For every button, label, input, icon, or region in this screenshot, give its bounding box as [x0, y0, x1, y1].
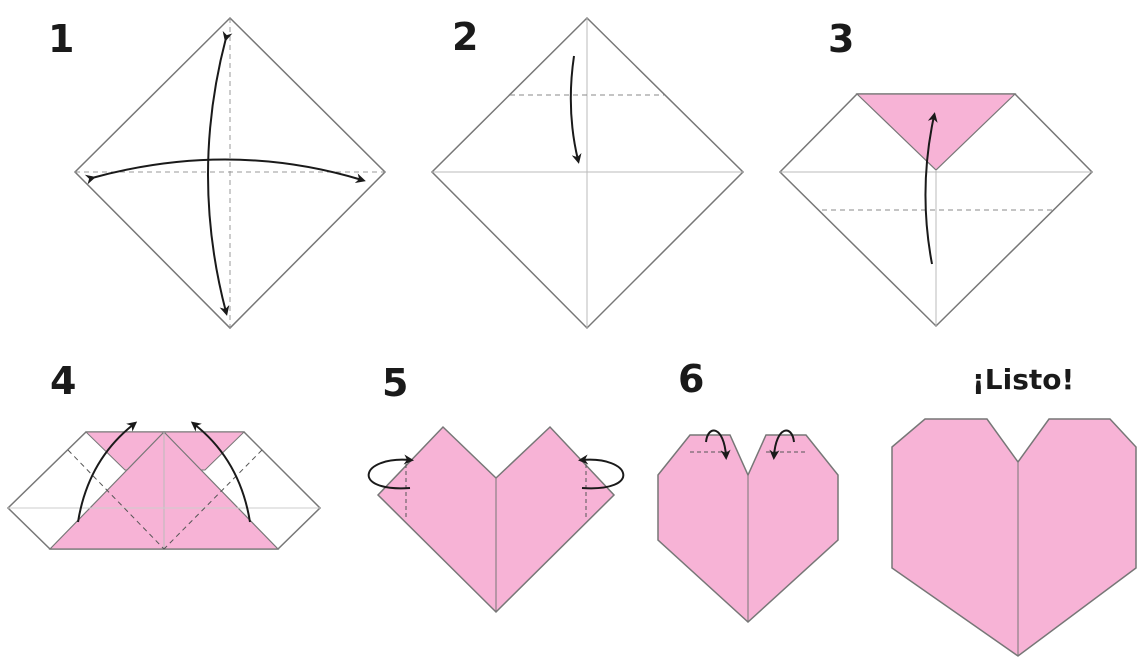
- step-2-figure: [432, 18, 743, 328]
- finished-heart-figure: [892, 419, 1136, 656]
- step-5-figure: [369, 427, 624, 612]
- finished-heart: [892, 419, 1136, 656]
- step-6-figure: [658, 430, 838, 622]
- step-4-figure: [8, 424, 320, 549]
- step-3-figure: [780, 94, 1092, 326]
- step-1-figure: [75, 18, 385, 328]
